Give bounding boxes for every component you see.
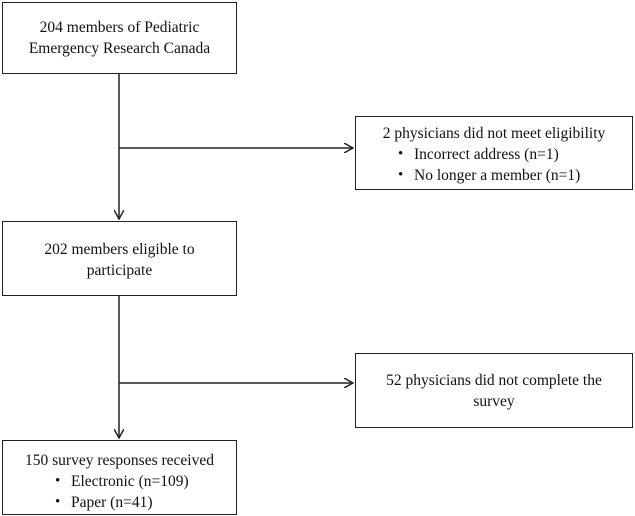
list-item: Paper (n=41) bbox=[51, 492, 236, 513]
eligible-box-line-1: 202 members eligible to bbox=[44, 241, 195, 258]
exclusion-2-line-2: survey bbox=[473, 393, 515, 410]
list-item: No longer a member (n=1) bbox=[394, 165, 632, 186]
eligible-members-box: 202 members eligible to participate bbox=[2, 221, 237, 296]
list-item: Electronic (n=109) bbox=[51, 471, 236, 492]
final-box-title: 150 survey responses received bbox=[25, 452, 214, 469]
list-item: Incorrect address (n=1) bbox=[394, 144, 632, 165]
eligible-box-line-2: participate bbox=[86, 262, 153, 279]
exclusion-1-list: Incorrect address (n=1) No longer a memb… bbox=[394, 144, 632, 186]
exclusion-2-line-1: 52 physicians did not complete the bbox=[386, 372, 602, 389]
exclusion-box-ineligible: 2 physicians did not meet eligibility In… bbox=[355, 116, 633, 190]
start-population-box: 204 members of Pediatric Emergency Resea… bbox=[2, 2, 237, 74]
responses-received-box: 150 survey responses received Electronic… bbox=[2, 440, 237, 515]
start-box-line-2: Emergency Research Canada bbox=[28, 40, 211, 57]
exclusion-box-incomplete: 52 physicians did not complete the surve… bbox=[355, 353, 633, 428]
final-box-list: Electronic (n=109) Paper (n=41) bbox=[51, 471, 236, 513]
exclusion-1-title: 2 physicians did not meet eligibility bbox=[382, 125, 606, 142]
start-box-line-1: 204 members of Pediatric bbox=[39, 19, 200, 36]
